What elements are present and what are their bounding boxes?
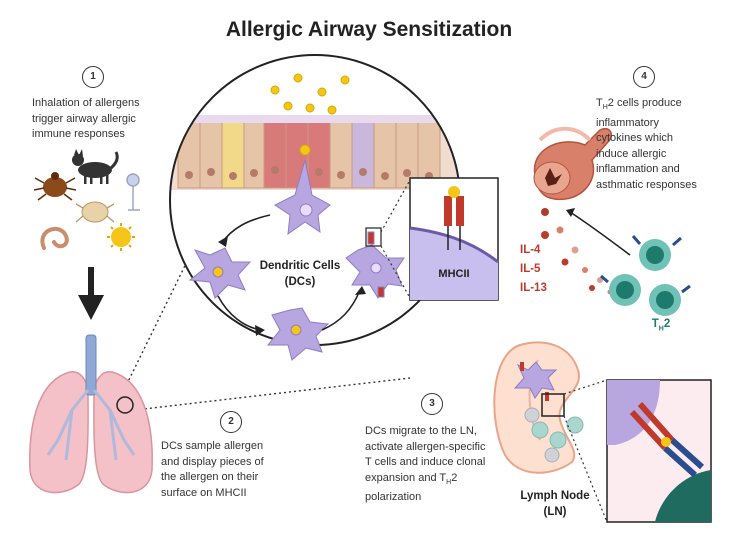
dendritic-cell-left	[188, 247, 252, 299]
th2-arrow	[566, 208, 631, 256]
arrow-down-icon	[78, 267, 104, 320]
dendritic-cell-right	[345, 231, 405, 299]
step-4-number: 4	[633, 66, 655, 88]
ln-zoom-box	[606, 379, 712, 523]
th2-cells	[600, 235, 691, 316]
step-4-text: TH2 cells produce inflammatory cytokines…	[596, 97, 697, 191]
cytokine-il4: IL-4	[520, 244, 541, 256]
magnified-airway	[169, 54, 461, 361]
cytokine-il5: IL-5	[520, 263, 541, 275]
inflamed-airway-icon	[533, 126, 612, 201]
pollen-icon	[107, 223, 135, 251]
step-3-number: 3	[421, 393, 443, 415]
step-1-number: 1	[82, 66, 104, 88]
mhcii-zoom-box	[380, 177, 499, 301]
lymph-node-icon	[493, 341, 608, 523]
dendritic-cell-top	[274, 159, 331, 236]
dust-mite-icon	[75, 201, 115, 223]
tick-icon	[33, 172, 77, 201]
step-1-text: Inhalation of allergens trigger airway a…	[32, 97, 140, 140]
dendritic-cell-bottom	[266, 307, 330, 361]
lymph-node-label: Lymph Node (LN)	[520, 490, 590, 518]
page-title: Allergic Airway Sensitization	[225, 18, 513, 41]
lungs-icon	[29, 334, 153, 494]
cat-icon	[72, 149, 119, 184]
mold-icon	[126, 173, 140, 211]
cytokine-il13: IL-13	[520, 282, 547, 294]
allergen-icons	[33, 149, 140, 251]
mhcii-label: MHCII	[438, 268, 470, 280]
worm-icon	[40, 226, 69, 250]
th2-label: TH2	[651, 318, 671, 333]
dendritic-cells-label: Dendritic Cells (DCs)	[259, 260, 341, 288]
step-2-text: DCs sample allergen and display pieces o…	[161, 440, 264, 499]
step-2-number: 2	[220, 411, 242, 433]
cytokine-dots	[541, 208, 613, 295]
allergen-particles	[270, 73, 350, 156]
step-3-text: DCs migrate to the LN, activate allergen…	[365, 425, 486, 504]
